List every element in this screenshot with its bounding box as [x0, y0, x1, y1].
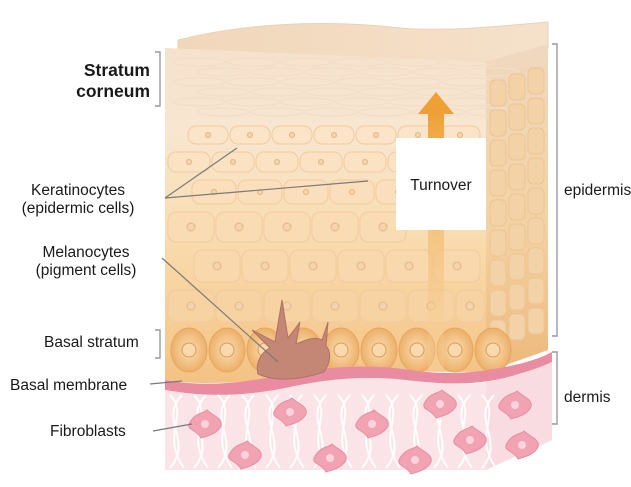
- cell-nucleus: [331, 302, 339, 310]
- melanocytes-label: Melanocytes (pigment cells): [26, 244, 146, 280]
- dermis-label: dermis: [564, 389, 611, 407]
- cell-nucleus: [275, 160, 280, 165]
- fibroblast-nucleus: [241, 451, 249, 459]
- stratum-corneum-bracket: [155, 52, 160, 106]
- side-cell: [490, 170, 506, 196]
- melanocytes-label-line2: (pigment cells): [26, 262, 146, 280]
- fibroblast-nucleus: [368, 420, 376, 428]
- side-cell: [528, 68, 544, 94]
- side-cell: [490, 140, 506, 166]
- keratinocytes-label-line1: Keratinocytes: [8, 182, 148, 200]
- cell-nucleus: [248, 133, 253, 138]
- cell-nucleus: [206, 133, 211, 138]
- side-cell: [528, 128, 544, 154]
- cell-nucleus: [283, 223, 291, 231]
- cell-nucleus: [283, 302, 291, 310]
- side-cell: [528, 98, 544, 124]
- basal-nucleus: [220, 343, 234, 357]
- cell-nucleus: [458, 133, 463, 138]
- fibroblast-nucleus: [411, 456, 419, 464]
- side-cell: [528, 158, 544, 184]
- side-cell: [528, 308, 544, 334]
- fibroblast-nucleus: [326, 454, 334, 462]
- cell-nucleus: [416, 133, 421, 138]
- cell-nucleus: [331, 223, 339, 231]
- dermis-bracket: [552, 352, 557, 424]
- melanocytes-label-line1: Melanocytes: [26, 244, 146, 262]
- stratum-corneum-label-line2: corneum: [44, 81, 150, 102]
- basal-nucleus: [410, 343, 424, 357]
- cell-nucleus: [261, 262, 269, 270]
- basal-nucleus: [448, 343, 462, 357]
- fibroblast-nucleus: [511, 401, 519, 409]
- cell-nucleus: [213, 262, 221, 270]
- cell-nucleus: [453, 262, 461, 270]
- fibroblast-nucleus: [201, 420, 209, 428]
- side-cell: [528, 248, 544, 274]
- epidermis-label: epidermis: [564, 182, 631, 200]
- fibroblast-nucleus: [286, 408, 294, 416]
- side-cell: [528, 278, 544, 304]
- side-cell: [490, 200, 506, 226]
- side-cell: [490, 260, 506, 286]
- cell-nucleus: [290, 133, 295, 138]
- basal-stratum-cells: [171, 328, 511, 372]
- side-cell: [490, 110, 506, 136]
- side-cell: [509, 224, 525, 250]
- epidermis-bracket: [552, 44, 557, 336]
- side-cell: [509, 164, 525, 190]
- fibroblasts-label: Fibroblasts: [50, 423, 126, 441]
- side-cell: [528, 218, 544, 244]
- side-cell: [509, 194, 525, 220]
- keratinocytes-label: Keratinocytes (epidermic cells): [8, 182, 148, 218]
- side-cell: [490, 230, 506, 256]
- side-cell: [509, 134, 525, 160]
- cell-nucleus: [379, 223, 387, 231]
- cell-nucleus: [357, 262, 365, 270]
- cell-nucleus: [405, 262, 413, 270]
- cell-nucleus: [379, 302, 387, 310]
- turnover-label-box: Turnover: [396, 138, 486, 230]
- turnover-label: Turnover: [396, 177, 486, 195]
- cell-nucleus: [332, 133, 337, 138]
- basal-stratum-label: Basal stratum: [44, 334, 139, 352]
- cell-nucleus: [350, 190, 355, 195]
- stratum-corneum-label-line1: Stratum: [44, 60, 150, 81]
- cell-nucleus: [304, 190, 309, 195]
- cell-nucleus: [235, 302, 243, 310]
- basal-nucleus: [486, 343, 500, 357]
- basal-nucleus: [334, 343, 348, 357]
- side-cell: [509, 104, 525, 130]
- cell-nucleus: [187, 302, 195, 310]
- basal-membrane-label: Basal membrane: [10, 377, 127, 395]
- side-cell: [490, 80, 506, 106]
- cell-nucleus: [319, 160, 324, 165]
- side-cell: [509, 254, 525, 280]
- side-cell: [490, 290, 506, 316]
- side-cell: [528, 188, 544, 214]
- cell-nucleus: [187, 160, 192, 165]
- cell-nucleus: [187, 223, 195, 231]
- basal-nucleus: [182, 343, 196, 357]
- side-cell: [509, 284, 525, 310]
- cell-nucleus: [235, 223, 243, 231]
- basal-stratum-bracket: [155, 330, 160, 358]
- cell-nucleus: [466, 302, 474, 310]
- fibroblast-nucleus: [436, 400, 444, 408]
- basal-nucleus: [372, 343, 386, 357]
- cell-nucleus: [309, 262, 317, 270]
- cell-nucleus: [374, 133, 379, 138]
- stratum-corneum-label: Stratum corneum: [44, 60, 150, 102]
- side-cell: [509, 74, 525, 100]
- side-cell: [509, 314, 525, 340]
- fibroblast-nucleus: [466, 436, 474, 444]
- keratinocytes-label-line2: (epidermic cells): [8, 200, 148, 218]
- cell-nucleus: [231, 160, 236, 165]
- fibroblast-nucleus: [518, 441, 526, 449]
- cell-nucleus: [363, 160, 368, 165]
